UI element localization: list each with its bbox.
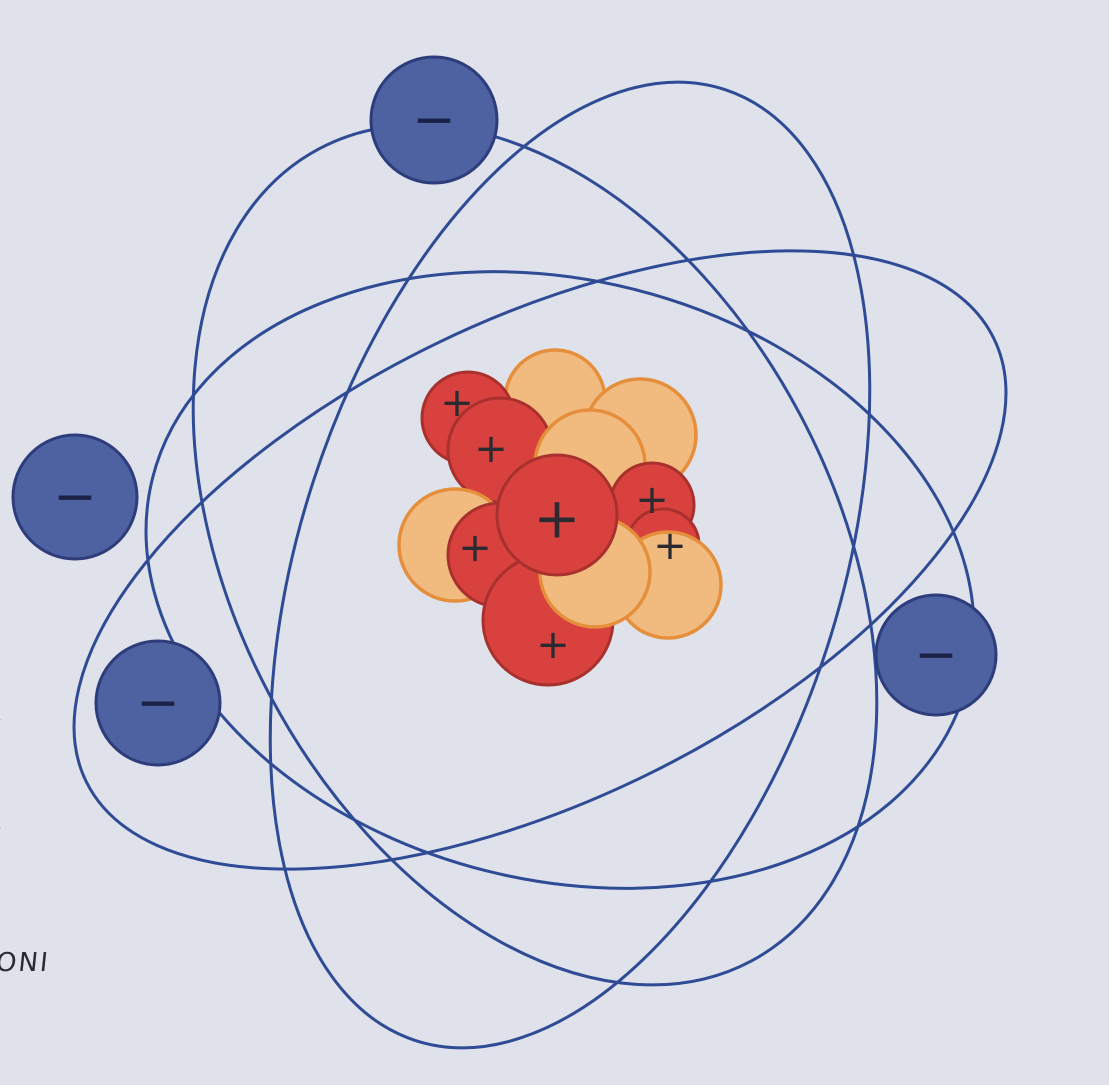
proton-charge-label: + [474,426,508,472]
electron-charge-label: − [53,467,97,527]
nucleus: +++++++ [399,350,721,685]
proton-charge-label: + [440,380,474,426]
cut-off-legend-text-3: ONI [0,948,51,978]
proton-charge-label: + [635,477,669,523]
electron-charge-label: − [136,673,180,733]
proton-charge-label: + [653,523,687,569]
proton-charge-label: + [536,622,570,668]
proton-charge-label: + [458,525,492,571]
electron-charge-label: − [914,625,958,685]
proton-charge-label: + [534,487,581,552]
electron-charge-label: − [412,90,456,150]
